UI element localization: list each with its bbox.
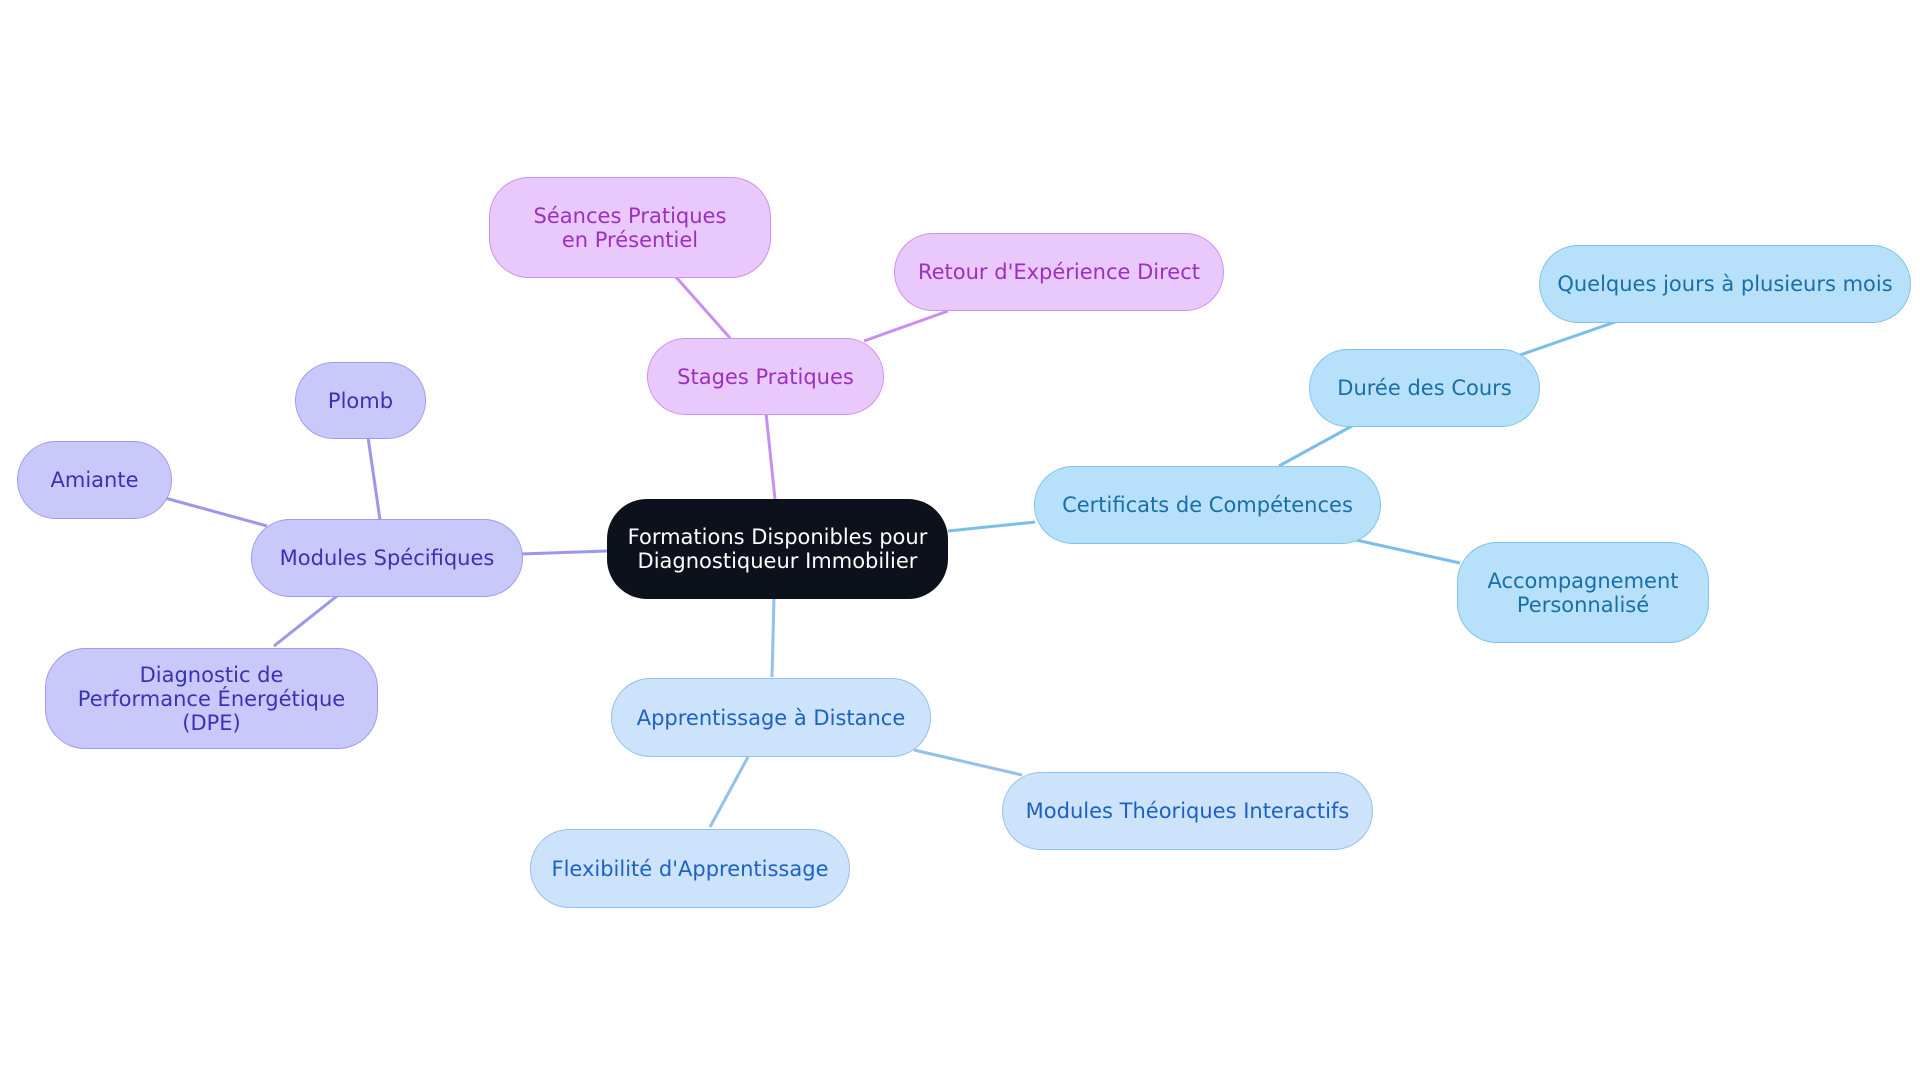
edge-root-certificats (947, 520, 1036, 533)
node-accompagnement[interactable]: Accompagnement Personnalisé (1457, 542, 1709, 643)
node-certificats-competences[interactable]: Certificats de Compétences (1034, 466, 1381, 544)
node-dpe[interactable]: Diagnostic de Performance Énergétique (D… (45, 648, 378, 749)
edge-modules-amiante (164, 496, 268, 528)
node-quelques-jours[interactable]: Quelques jours à plusieurs mois (1539, 245, 1911, 323)
edge-root-distance (770, 596, 776, 678)
node-quelques-jours-label: Quelques jours à plusieurs mois (1557, 272, 1893, 296)
node-retour-experience[interactable]: Retour d'Expérience Direct (894, 233, 1224, 311)
node-accompagnement-label: Accompagnement Personnalisé (1487, 568, 1679, 617)
node-certificats-competences-label: Certificats de Compétences (1062, 493, 1353, 517)
edge-duree-quelques (1519, 320, 1616, 357)
node-amiante-label: Amiante (50, 468, 139, 492)
node-retour-experience-label: Retour d'Expérience Direct (917, 260, 1201, 284)
edge-certificats-duree (1278, 424, 1353, 468)
node-modules-specifiques[interactable]: Modules Spécifiques (251, 519, 523, 597)
node-plomb-label: Plomb (327, 388, 394, 413)
edge-distance-flexibilite (708, 756, 750, 828)
edge-stages-seances (674, 276, 732, 339)
edge-stages-retour (863, 309, 949, 343)
edge-root-stages (764, 412, 777, 500)
edge-distance-modules-theoriques (913, 748, 1023, 777)
root-node-label: Formations Disponibles pour Diagnostique… (627, 525, 928, 573)
node-duree-cours-label: Durée des Cours (1337, 376, 1512, 400)
node-apprentissage-distance-label: Apprentissage à Distance (636, 705, 906, 730)
node-modules-theoriques-label: Modules Théoriques Interactifs (1025, 799, 1350, 823)
node-apprentissage-distance[interactable]: Apprentissage à Distance (611, 678, 931, 757)
edge-root-modules (520, 549, 608, 556)
node-modules-theoriques[interactable]: Modules Théoriques Interactifs (1002, 772, 1373, 850)
node-stages-pratiques[interactable]: Stages Pratiques (647, 338, 884, 415)
node-dpe-label: Diagnostic de Performance Énergétique (D… (77, 662, 346, 735)
node-stages-pratiques-label: Stages Pratiques (677, 364, 854, 389)
root-node[interactable]: Formations Disponibles pour Diagnostique… (607, 499, 948, 599)
edge-modules-dpe (273, 594, 338, 648)
node-seances-pratiques[interactable]: Séances Pratiques en Présentiel (489, 177, 771, 278)
node-duree-cours[interactable]: Durée des Cours (1309, 349, 1540, 427)
node-flexibilite[interactable]: Flexibilité d'Apprentissage (530, 829, 850, 908)
edge-modules-plomb (366, 436, 382, 521)
node-plomb[interactable]: Plomb (295, 362, 426, 439)
node-amiante[interactable]: Amiante (17, 441, 172, 519)
node-modules-specifiques-label: Modules Spécifiques (279, 546, 495, 570)
node-seances-pratiques-label: Séances Pratiques en Présentiel (533, 203, 727, 252)
edge-certificats-accompagnement (1355, 538, 1461, 565)
node-flexibilite-label: Flexibilité d'Apprentissage (551, 856, 829, 881)
